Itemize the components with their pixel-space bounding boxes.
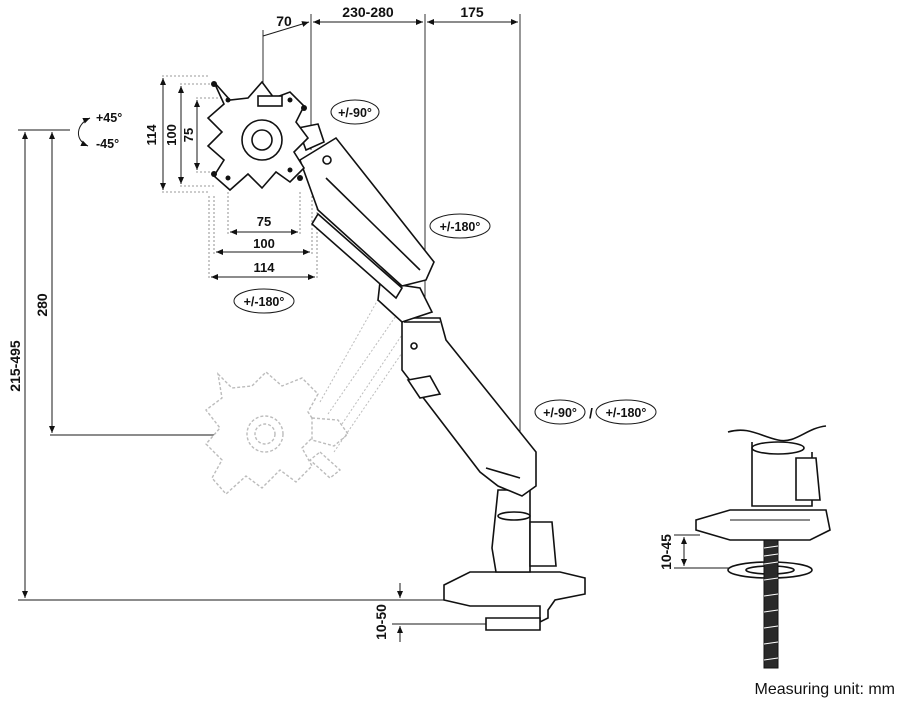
measuring-unit-note: Measuring unit: mm: [755, 681, 896, 698]
tilt-down-label: -45°: [96, 137, 119, 151]
grommet-range-label: 10-45: [658, 534, 674, 570]
swivel-head-label: +/-90°: [338, 106, 372, 120]
monitor-arm: [206, 80, 586, 631]
clamp-dimension: 10-50: [373, 583, 486, 642]
top-side-label: 175: [460, 4, 484, 20]
vesa-v-114-label: 114: [144, 124, 159, 146]
vesa-horizontal-dimensions: 75 100 114: [208, 192, 318, 280]
rotation-badge-pole: +/-90° / +/-180°: [534, 399, 657, 425]
top-offset-label: 70: [276, 13, 292, 29]
top-dimensions: 70 230-280 175: [262, 4, 521, 435]
rotate-plate-label: +/-180°: [244, 295, 285, 309]
grommet-mount-detail: 10-45: [658, 425, 831, 669]
height-range-label: 215-495: [7, 340, 23, 392]
height-dimensions: 215-495 280: [7, 129, 442, 601]
rotation-badge-plate: +/-180°: [233, 288, 295, 314]
height-280-label: 280: [34, 293, 50, 317]
tilt-indicator: +45° -45°: [78, 111, 122, 151]
rotation-badge-arm: +/-180°: [429, 213, 491, 239]
rotation-badge-head: +/-90°: [330, 99, 380, 125]
vesa-v-75-label: 75: [181, 128, 196, 142]
vesa-h-75-label: 75: [257, 214, 271, 229]
vesa-h-114-label: 114: [254, 260, 276, 275]
rotation-separator: /: [589, 405, 593, 421]
vesa-vertical-dimensions: 114 100 75: [144, 75, 228, 193]
tilt-up-label: +45°: [96, 111, 122, 125]
lowered-position-ghost: [205, 295, 413, 495]
rotate-arm-label: +/-180°: [440, 220, 481, 234]
vesa-v-100-label: 100: [164, 124, 179, 146]
pole-swivel-label: +/-90°: [543, 406, 577, 420]
top-reach-label: 230-280: [342, 4, 394, 20]
pole-rotate-label: +/-180°: [606, 406, 647, 420]
vesa-h-100-label: 100: [253, 236, 275, 251]
clamp-range-label: 10-50: [373, 604, 389, 640]
